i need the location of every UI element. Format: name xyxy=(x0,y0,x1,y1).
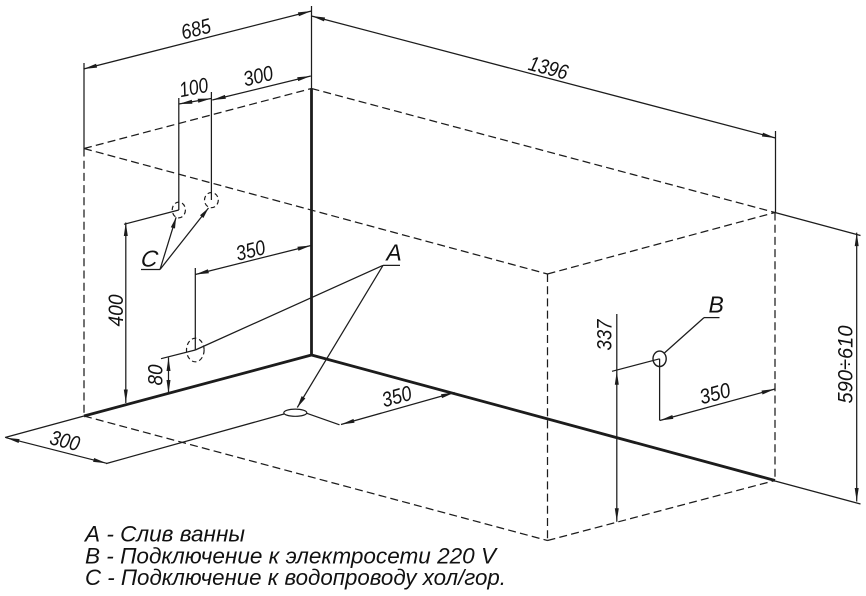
svg-text:B: B xyxy=(709,291,724,317)
svg-text:В - Подключение к электросети: В - Подключение к электросети 220 V xyxy=(85,544,498,569)
svg-text:400: 400 xyxy=(105,294,128,326)
svg-text:590÷610: 590÷610 xyxy=(835,325,858,403)
svg-text:100: 100 xyxy=(177,74,210,102)
svg-text:80: 80 xyxy=(145,364,168,385)
svg-text:337: 337 xyxy=(594,318,617,350)
svg-text:С - Подключение к водопроводу: С - Подключение к водопроводу хол/гор. xyxy=(85,565,506,590)
svg-text:A: A xyxy=(384,240,401,266)
svg-text:А - Слив ванны: А - Слив ванны xyxy=(83,522,245,547)
svg-text:С: С xyxy=(139,246,160,272)
